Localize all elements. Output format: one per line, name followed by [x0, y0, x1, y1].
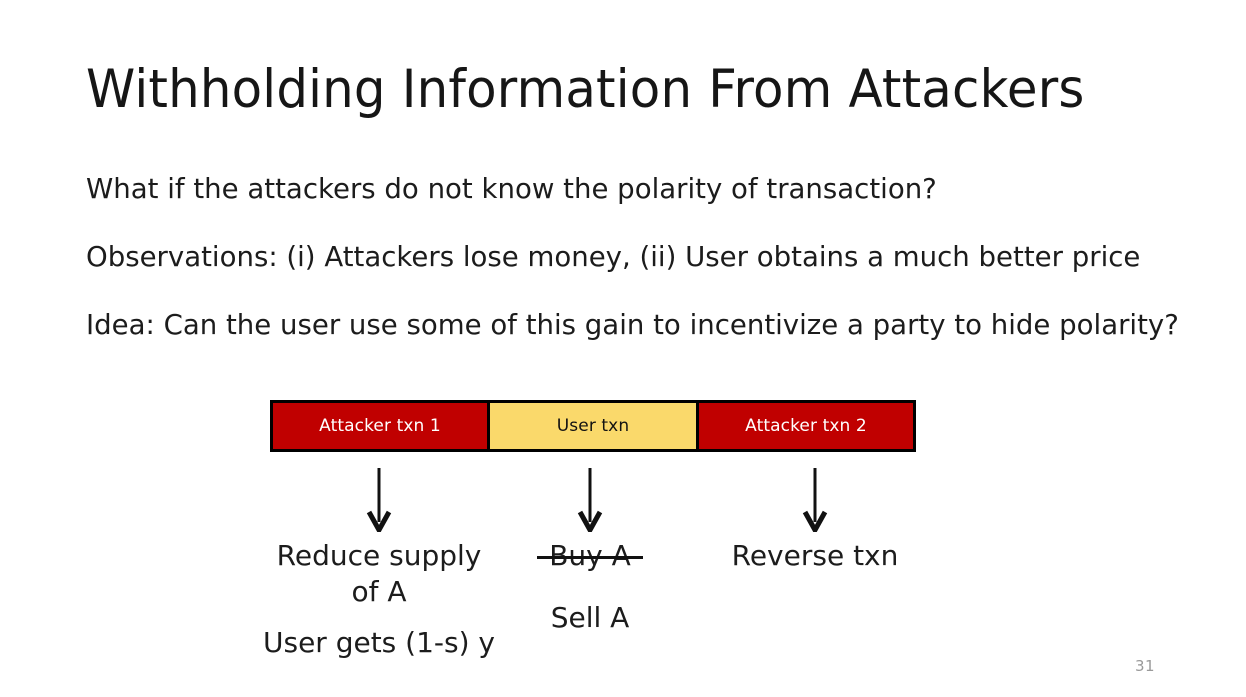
page-title: Withholding Information From Attackers	[86, 59, 1085, 120]
bar-segment-attacker-txn-2: Attacker txn 2	[696, 400, 916, 452]
caption-buy-a-struck: Buy A	[500, 538, 680, 574]
caption-reverse-txn: Reverse txn	[731, 539, 899, 572]
body-line-question: What if the attackers do not know the po…	[86, 172, 937, 205]
transaction-order-bar: Attacker txn 1 User txn Attacker txn 2	[270, 400, 922, 452]
bar-segment-label: User txn	[556, 415, 630, 436]
body-line-idea: Idea: Can the user use some of this gain…	[86, 308, 1179, 341]
body-text-block: What if the attackers do not know the po…	[86, 172, 1196, 376]
bar-segment-label: Attacker txn 2	[745, 415, 867, 436]
bar-segment-attacker-txn-1: Attacker txn 1	[270, 400, 490, 452]
page-number: 31	[1135, 657, 1156, 675]
caption-user-gets: User gets (1-s) y	[262, 626, 495, 659]
caption-reduce-supply: Reduce supply of A	[248, 538, 510, 610]
arrow-down-icon	[802, 468, 828, 532]
caption-line-1: Reduce supply	[276, 539, 482, 572]
arrow-down-icon	[366, 468, 392, 532]
body-line-observations: Observations: (i) Attackers lose money, …	[86, 240, 1141, 273]
bar-segment-user-txn: User txn	[487, 400, 699, 452]
bar-segment-label: Attacker txn 1	[319, 415, 441, 436]
caption-sell-a: Sell A	[550, 601, 630, 634]
caption-line-2: of A	[351, 575, 407, 608]
arrow-down-icon	[577, 468, 603, 532]
struck-text: Buy A	[537, 538, 643, 574]
